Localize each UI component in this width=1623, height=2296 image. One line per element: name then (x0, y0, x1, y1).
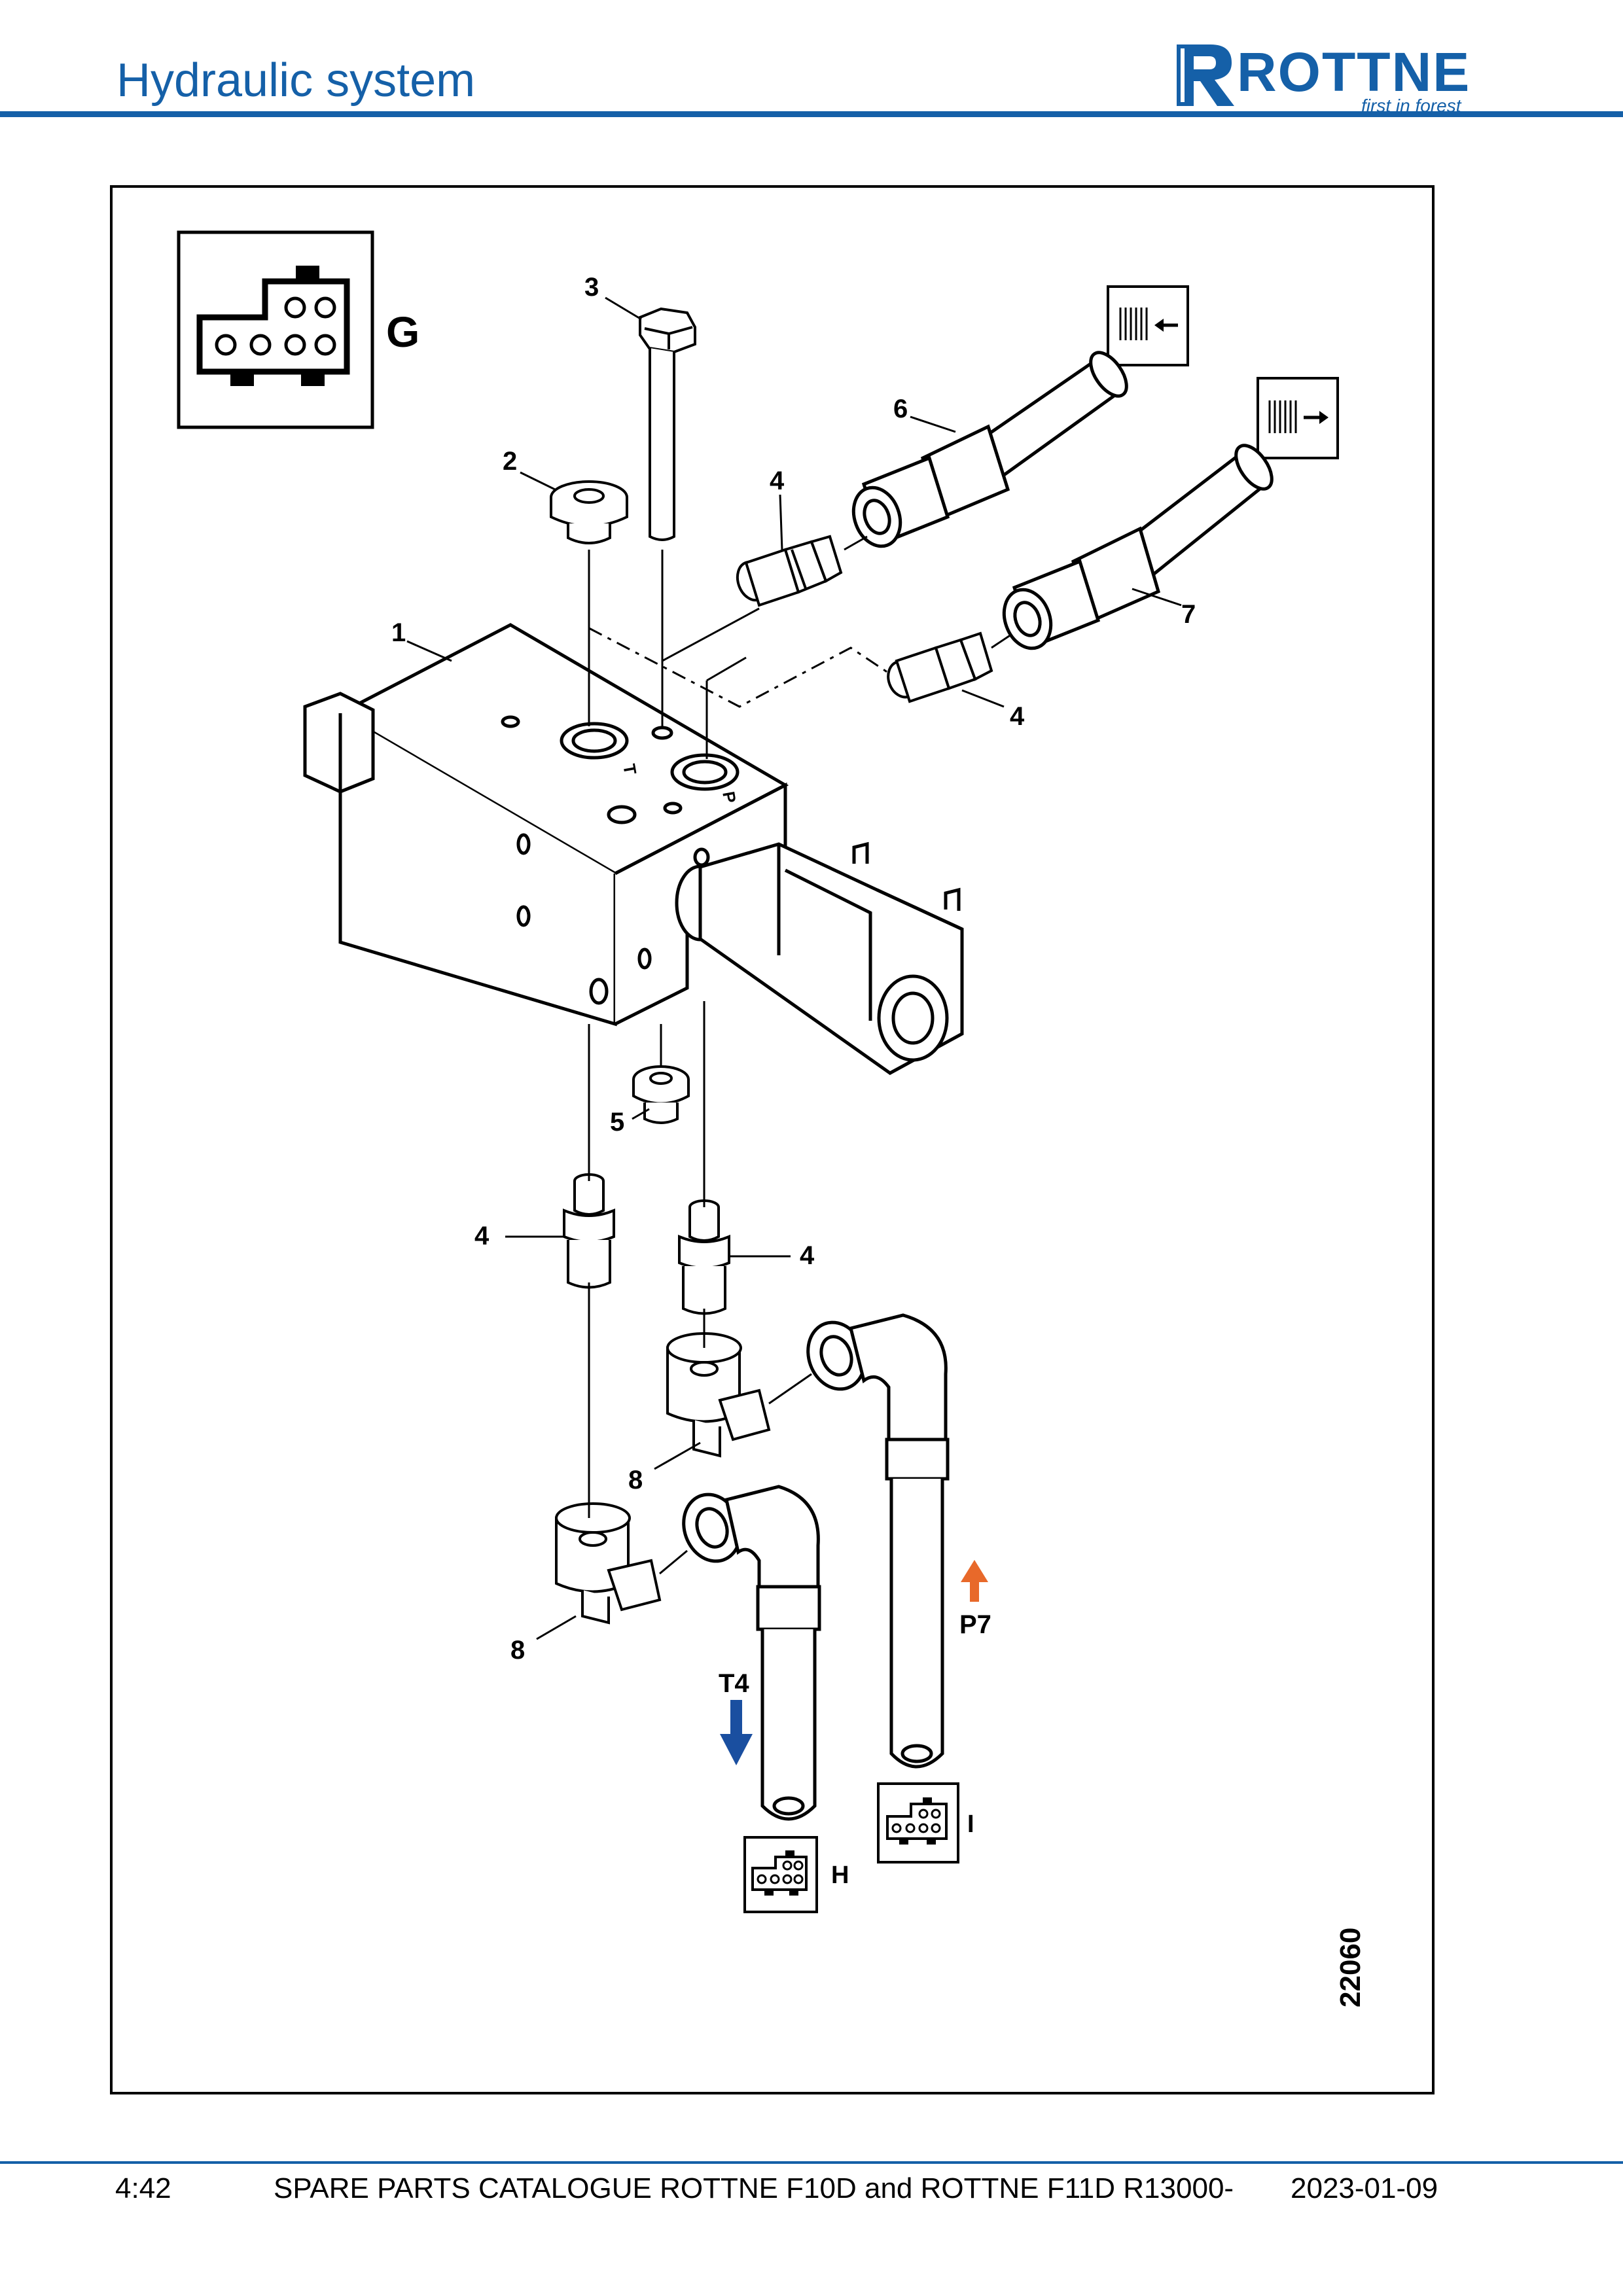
plug-part-2 (550, 480, 628, 544)
elbow-part-8-lower (555, 1502, 662, 1625)
drawing-number: 22060 (1334, 1928, 1366, 2007)
footer-rule (0, 2161, 1623, 2164)
tank-flow-arrow-icon (720, 1700, 753, 1765)
part-label-8-lower: 8 (510, 1636, 525, 1665)
part-label-7: 7 (1181, 600, 1196, 629)
part-label-3: 3 (584, 273, 599, 302)
hose-part-6 (851, 351, 1128, 548)
connector-g-box (177, 230, 374, 429)
elbow-part-8-upper (666, 1332, 771, 1458)
part-label-4-top: 4 (770, 467, 785, 495)
plug-part-5 (632, 1065, 690, 1124)
footer-date: 2023-01-09 (1291, 2172, 1438, 2204)
part-label-5: 5 (610, 1108, 624, 1137)
label-leader-lines (406, 296, 1182, 1640)
pressure-flow-arrow-icon (961, 1560, 988, 1602)
part-label-8-upper: 8 (628, 1466, 643, 1494)
connector-h-box (743, 1836, 818, 1913)
part-label-1: 1 (391, 618, 406, 647)
page-title: Hydraulic system (116, 54, 476, 107)
port-label-t: T (619, 762, 640, 776)
footer-page-number: 4:42 (115, 2172, 171, 2204)
port-label-p: P (719, 790, 740, 804)
tank-hose (682, 1485, 821, 1821)
part-label-4-lower-right: 4 (800, 1241, 815, 1270)
adapter-part-4-lower-right (678, 1199, 730, 1315)
flow-label-p7: P7 (959, 1610, 991, 1639)
hose-in-symbol (1107, 285, 1189, 366)
part-label-4-right: 4 (1010, 702, 1025, 731)
hose-part-7 (1002, 444, 1274, 650)
connector-i-box (877, 1782, 959, 1863)
header-rule (0, 111, 1623, 117)
adapter-part-4-right (887, 631, 993, 703)
adapter-part-4-lower-left (563, 1173, 615, 1289)
hose-out-symbol (1257, 377, 1339, 459)
solenoid-coil (675, 841, 964, 1075)
part-label-6: 6 (893, 395, 908, 423)
part-label-4-lower-left: 4 (474, 1222, 490, 1250)
part-label-2: 2 (503, 447, 517, 476)
footer-catalogue-title: SPARE PARTS CATALOGUE ROTTNE F10D and RO… (274, 2172, 1234, 2204)
rottne-r-icon (1177, 44, 1234, 106)
bolt-part-3 (639, 307, 696, 541)
connector-h-label: H (831, 1862, 849, 1889)
connector-g-symbol (196, 278, 350, 375)
connector-g-label: G (386, 308, 419, 356)
flow-label-t4: T4 (719, 1669, 749, 1698)
drawing-frame (110, 185, 1435, 2094)
valve-block-part-1 (303, 623, 789, 1027)
logo-wordmark: ROTTNE (1237, 41, 1471, 103)
connector-i-label: I (967, 1810, 974, 1838)
pressure-hose (806, 1313, 950, 1769)
assembly-guide-lines (588, 535, 1012, 1575)
adapter-part-4-top (736, 535, 843, 607)
